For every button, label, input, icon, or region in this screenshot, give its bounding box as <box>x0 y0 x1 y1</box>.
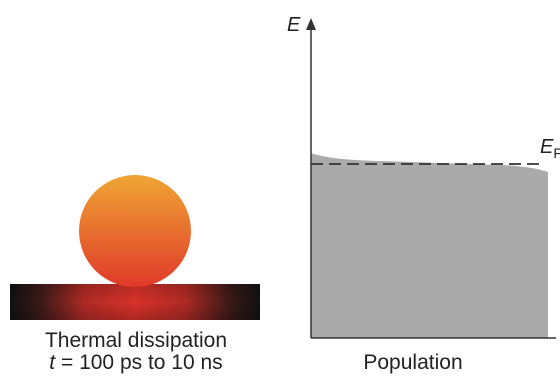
caption-timescale: t = 100 ps to 10 ns <box>0 352 272 374</box>
fermi-subscript: F <box>553 145 560 161</box>
fermi-level-label: EF <box>540 137 560 163</box>
fermi-symbol: E <box>540 136 554 158</box>
x-axis-label: Population <box>363 351 463 374</box>
caption-title: Thermal dissipation <box>44 329 228 352</box>
y-axis-label: E <box>287 14 301 36</box>
substrate-shading <box>10 284 260 320</box>
arrow-up-icon <box>306 18 316 30</box>
time-range: = 100 ps to 10 ns <box>55 351 223 374</box>
time-variable: t <box>49 351 56 374</box>
nanoparticle <box>79 175 191 287</box>
population-distribution <box>311 153 548 338</box>
